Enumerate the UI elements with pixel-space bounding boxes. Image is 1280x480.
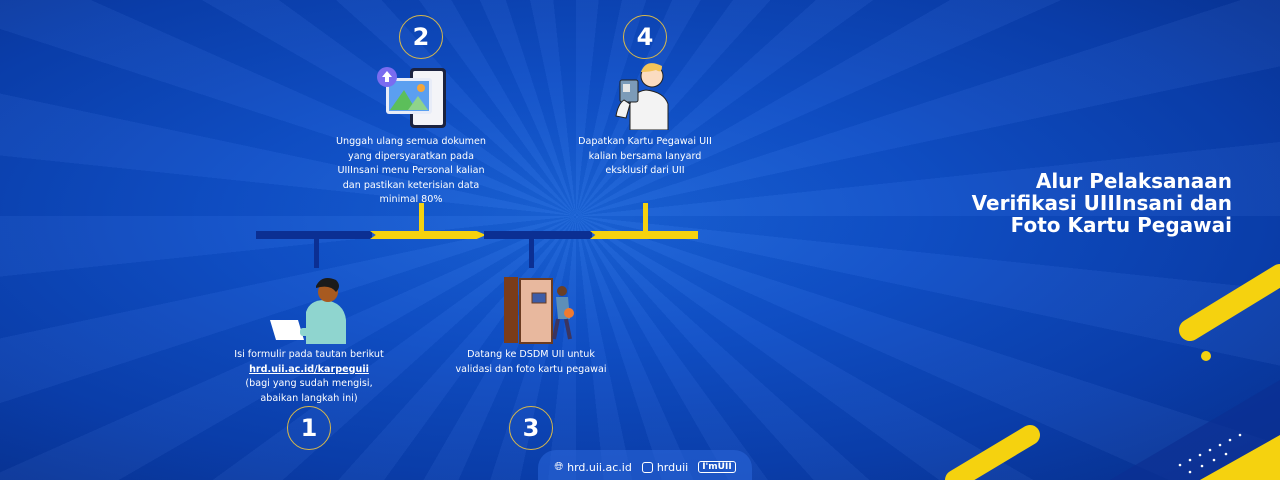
step-2-description: Unggah ulang semua dokumen yang dipersya… xyxy=(336,135,486,208)
timeline-tick xyxy=(643,203,648,233)
step-number-4: 4 xyxy=(623,15,667,59)
timeline-segment xyxy=(484,231,592,239)
timeline-arrow xyxy=(370,231,486,239)
step-4-text: eksklusif dari UII xyxy=(605,165,685,177)
step-3-text: Datang ke DSDM UII untuk xyxy=(467,349,595,360)
step-number-2: 2 xyxy=(399,15,443,59)
step-3-description: Datang ke DSDM UII untuk validasi dan fo… xyxy=(455,348,606,377)
step-number-1: 1 xyxy=(287,406,331,450)
website-text: hrd.uii.ac.id xyxy=(567,460,632,474)
step-1-text: abaikan langkah ini) xyxy=(260,392,358,404)
title-line: Alur Pelaksanaan xyxy=(1035,169,1232,193)
step-4-text: kalian bersama lanyard xyxy=(588,150,702,162)
upload-image-icon xyxy=(377,67,446,128)
instagram-text: hrduii xyxy=(656,460,689,474)
website-link[interactable]: 🌐︎hrd.uii.ac.id xyxy=(554,460,632,474)
instagram-link[interactable]: hrduii xyxy=(641,460,689,474)
person-with-id-card-illustration xyxy=(615,63,669,130)
globe-icon: 🌐︎ xyxy=(554,460,564,473)
form-link[interactable]: hrd.uii.ac.id/karpeguii xyxy=(249,363,369,375)
instagram-icon xyxy=(641,461,653,473)
decorative-stripes xyxy=(945,264,1280,480)
timeline-tick xyxy=(419,203,424,233)
step-2-text: minimal 80% xyxy=(379,194,443,206)
person-with-laptop-illustration xyxy=(270,278,346,344)
timeline-segment xyxy=(256,231,372,239)
door-visit-illustration xyxy=(504,277,574,344)
step-1-description: Isi formulir pada tautan berikut hrd.uii… xyxy=(234,348,384,406)
step-2-text: dan pastikan keterisian data xyxy=(342,179,480,191)
step-4-description: Dapatkan Kartu Pegawai UII kalian bersam… xyxy=(578,135,712,179)
step-number-3: 3 xyxy=(509,406,553,450)
step-4-text: Dapatkan Kartu Pegawai UII xyxy=(578,136,712,147)
timeline-tick xyxy=(314,238,319,268)
page-title: Alur Pelaksanaan Verifikasi UIIInsani da… xyxy=(972,170,1232,236)
step-3-text: validasi dan foto kartu pegawai xyxy=(455,363,607,375)
footer: 🌐︎hrd.uii.ac.id hrduii I'mUII xyxy=(538,450,752,480)
title-line: Verifikasi UIIInsani dan xyxy=(971,191,1232,215)
timeline-tick xyxy=(529,238,534,268)
step-2-text: UIIInsani menu Personal kalian xyxy=(337,165,485,177)
step-1-text: Isi formulir pada tautan berikut xyxy=(234,349,384,360)
title-line: Foto Kartu Pegawai xyxy=(1010,213,1232,237)
step-1-text: (bagi yang sudah mengisi, xyxy=(245,378,373,390)
imuii-logo: I'mUII xyxy=(698,461,736,473)
step-2-text: yang dipersyaratkan pada xyxy=(348,150,474,162)
timeline-arrow xyxy=(590,231,698,239)
step-2-text: Unggah ulang semua dokumen xyxy=(335,136,487,147)
